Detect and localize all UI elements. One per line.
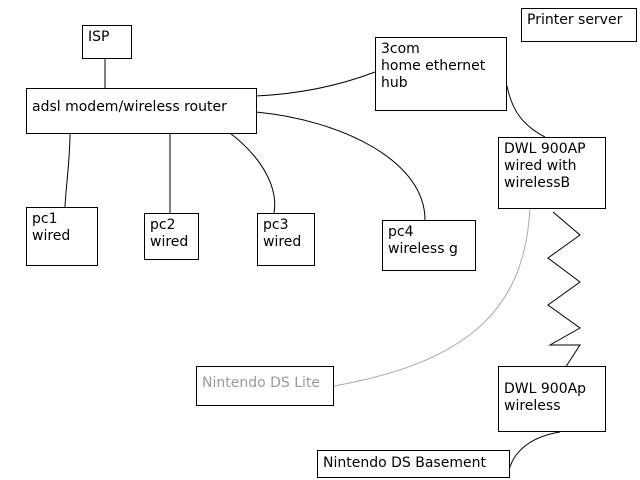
- node-nintendo-ds-lite: Nintendo DS Lite: [196, 366, 334, 406]
- link-hub-dwl-ap: [506, 85, 546, 138]
- link-router-pc1: [64, 132, 71, 208]
- node-router: adsl modem/wireless router: [26, 88, 257, 134]
- node-pc2-line-2: wired: [150, 234, 189, 250]
- node-pc2-line-1: pc2: [150, 217, 176, 233]
- node-hub-line-1: 3com: [381, 41, 420, 57]
- node-ds-basement-label: Nintendo DS Basement: [323, 455, 486, 471]
- node-pc4: pc4 wireless g: [382, 220, 476, 271]
- node-isp-label: ISP: [88, 29, 110, 45]
- node-dwl-900ap-wireless: DWL 900Ap wireless: [498, 366, 606, 432]
- node-hub: 3com home ethernet hub: [375, 37, 507, 111]
- node-dwl-ap-line-1: DWL 900AP: [504, 141, 586, 157]
- node-printer-server: Printer server: [521, 8, 637, 42]
- node-hub-line-2: home ethernet: [381, 58, 486, 74]
- node-hub-line-3: hub: [381, 75, 408, 91]
- node-pc3-line-1: pc3: [263, 217, 289, 233]
- node-printer-label: Printer server: [527, 12, 623, 28]
- node-dwl-ap-line-3: wirelessB: [504, 175, 571, 191]
- link-router-hub: [255, 71, 376, 97]
- link-router-pc3: [229, 132, 276, 214]
- node-dwl-wireless-line-2: wireless: [504, 398, 561, 414]
- node-router-label: adsl modem/wireless router: [32, 99, 227, 115]
- node-pc1-line-1: pc1: [32, 211, 58, 227]
- node-pc4-line-2: wireless g: [388, 241, 458, 257]
- node-pc1: pc1 wired: [26, 207, 98, 266]
- node-dwl-900ap: DWL 900AP wired with wirelessB: [498, 137, 606, 209]
- node-ds-lite-label: Nintendo DS Lite: [202, 375, 321, 391]
- link-dwl-wireless-ds-basement: [508, 431, 561, 471]
- link-wireless-zigzag: [547, 211, 581, 369]
- node-dwl-wireless-line-1: DWL 900Ap: [504, 381, 587, 397]
- link-router-pc4: [255, 111, 426, 221]
- node-nintendo-ds-basement: Nintendo DS Basement: [317, 450, 510, 478]
- node-pc4-line-1: pc4: [388, 224, 414, 240]
- link-dwl-ap-ds-lite: [333, 207, 531, 387]
- node-pc2: pc2 wired: [144, 213, 199, 260]
- node-isp: ISP: [82, 25, 132, 59]
- node-pc1-line-2: wired: [32, 228, 71, 244]
- node-pc3: pc3 wired: [257, 213, 315, 266]
- node-dwl-ap-line-2: wired with: [504, 158, 577, 174]
- node-pc3-line-2: wired: [263, 234, 302, 250]
